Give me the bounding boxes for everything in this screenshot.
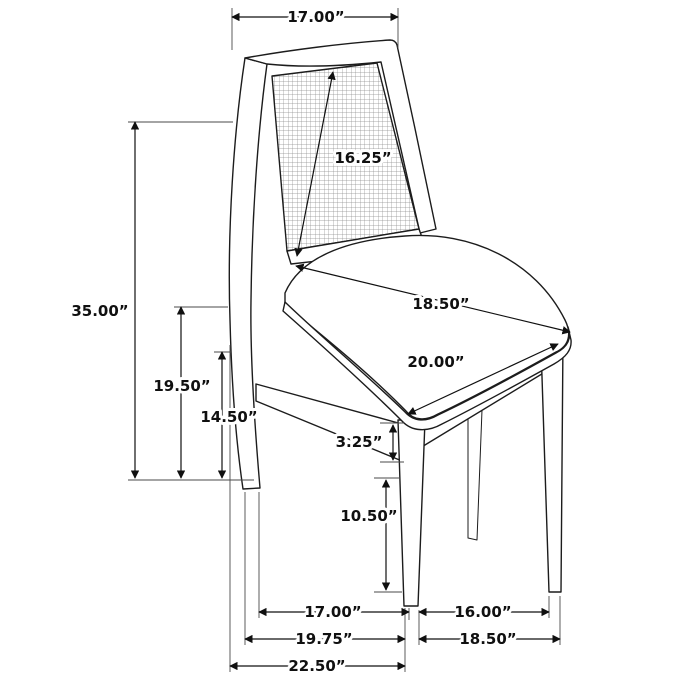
chair-front-right-leg — [540, 337, 564, 593]
dim-base-side-depth-label: 18.50” — [459, 630, 516, 648]
dim-front-leg-span-label: 17.00” — [304, 603, 361, 621]
dim-leg-height-label: 10.50” — [340, 507, 397, 525]
dimension-lines — [130, 12, 571, 671]
chair-back-frame — [244, 39, 437, 234]
chair-back-post — [228, 57, 268, 490]
dim-overall-height-label: 35.00” — [71, 302, 128, 320]
dim-inner-height-label: 14.50” — [200, 408, 257, 426]
dim-base-depth-label: 19.75” — [295, 630, 352, 648]
chair-seat-cushion — [284, 234, 570, 420]
dim-rail-thickness-label: 3.25” — [336, 433, 383, 451]
dim-seat-width-line — [407, 343, 559, 415]
dim-seat-width-label: 20.00” — [407, 353, 464, 371]
dim-overall-depth-label: 22.50” — [288, 657, 345, 675]
dim-back-post-height-label: 19.50” — [153, 377, 210, 395]
chair-front-left-leg — [397, 419, 426, 607]
dim-backrest-diagonal-line — [294, 71, 336, 257]
dim-backrest-diagonal-label: 16.25” — [334, 149, 391, 167]
dim-side-leg-span-label: 16.00” — [454, 603, 511, 621]
dimension-labels: 17.00” 16.25” 35.00” 19.50” 14.50” 18.50… — [68, 5, 519, 678]
dim-seat-diagonal-line — [295, 263, 571, 335]
chair-illustration — [228, 39, 572, 607]
dim-back-top-width-label: 17.00” — [287, 8, 344, 26]
chair-rear-right-leg — [467, 409, 483, 541]
dim-seat-diagonal-label: 18.50” — [412, 295, 469, 313]
